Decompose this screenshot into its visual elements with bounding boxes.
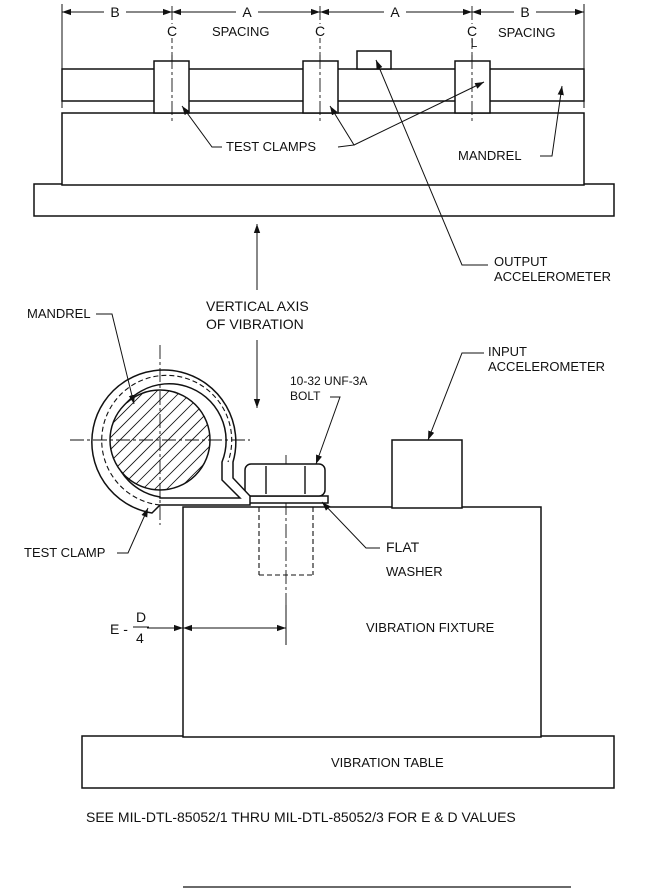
mandrel-top-label: MANDREL [458,148,522,163]
washer-label: WASHER [386,564,443,579]
bolt-label-1: 10-32 UNF-3A [290,374,367,388]
test-clamp-2 [302,60,339,114]
input-accel-label-1: INPUT [488,344,527,359]
mandrel-side-label: MANDREL [27,306,91,321]
top-view-vibration-table [33,183,615,217]
side-view: MANDREL INPUT ACCELEROMETER 10-32 UNF-3A… [24,306,615,789]
centerline-3-subscript: L [471,36,478,50]
dim-a-right-label: A [390,4,400,20]
e-label: E - [110,621,128,637]
flat-label: FLAT [386,539,420,555]
input-accel-label-2: ACCELEROMETER [488,359,605,374]
test-clamp-side-label: TEST CLAMP [24,545,105,560]
output-accel-label-1: OUTPUT [494,254,548,269]
dim-a-left-label: A [242,4,252,20]
vertical-axis-label-1: VERTICAL AXIS [206,298,309,314]
test-clamp-side-leader [117,507,149,554]
footnote: SEE MIL-DTL-85052/1 THRU MIL-DTL-85052/3… [86,809,516,825]
vertical-axis-label-2: OF VIBRATION [206,316,304,332]
output-accel-label-2: ACCELEROMETER [494,269,611,284]
mandrel-side-leader [96,313,135,405]
output-accelerometer-leader [375,59,488,266]
centerline-1-symbol: C [167,23,177,39]
test-clamp-1 [153,60,190,114]
d-denominator: 4 [136,630,144,646]
input-accelerometer [391,439,463,509]
d-numerator: D [136,609,146,625]
centerline-2-symbol: C [315,23,325,39]
output-accelerometer [356,50,392,70]
vertical-axis: VERTICAL AXIS OF VIBRATION [206,224,309,408]
centerline-3-symbol: C [467,23,477,39]
test-clamps-label: TEST CLAMPS [226,139,316,154]
flat-washer [237,495,329,504]
bolt-leader [315,396,341,465]
spacing-right-label: SPACING [498,25,556,40]
spacing-left-label: SPACING [212,24,270,39]
bolt-head [244,463,326,497]
dim-b-right-label: B [520,4,529,20]
input-accelerometer-leader [427,352,484,441]
mandrel-top-leader [540,85,564,157]
top-view-fixture-block [61,112,585,186]
flat-washer-leader [321,501,380,549]
vibration-table-label: VIBRATION TABLE [331,755,444,770]
e-minus-d-over-4-dimension [147,605,287,645]
bolt-label-2: BOLT [290,389,321,403]
dim-b-left-label: B [110,4,119,20]
test-clamp-3 [454,60,491,114]
vibration-fixture [182,506,542,738]
top-view: B A A B C C C L SPACING SPACING TEST CLA… [33,4,615,284]
vibration-fixture-label: VIBRATION FIXTURE [366,620,495,635]
